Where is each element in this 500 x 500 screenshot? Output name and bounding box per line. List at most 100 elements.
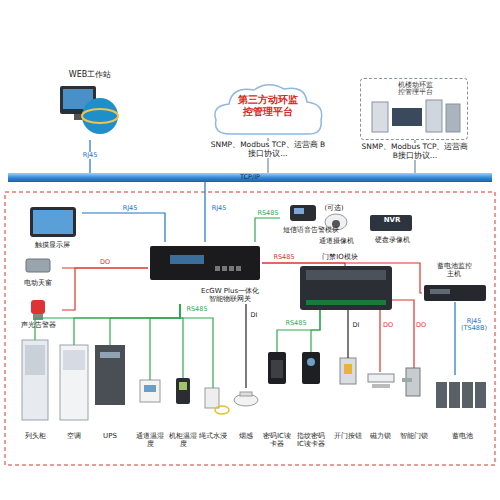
sensor-icon <box>176 378 190 404</box>
battery-cell <box>462 382 473 408</box>
node-label: TCP/IP <box>8 174 492 181</box>
globe-ring <box>82 109 118 123</box>
gateway-lcd <box>170 255 204 264</box>
connector-line <box>454 302 455 375</box>
cloud-shape <box>215 85 322 134</box>
ups-display <box>100 352 120 358</box>
node-label: 智能门锁 <box>398 432 430 440</box>
node-label: 密码IC读卡器 <box>262 432 292 448</box>
signal-label: RJ45 <box>77 152 103 159</box>
battery-cell <box>436 382 447 408</box>
node-label: 机楼动环监控管理平台 <box>395 82 435 97</box>
exit-button-icon <box>340 358 356 384</box>
io-module-body <box>300 266 392 310</box>
connector-line <box>150 304 180 380</box>
node-label: 触摸显示屏 <box>22 241 82 249</box>
device-node: 通道温湿度 <box>134 380 166 448</box>
connector-line <box>392 300 414 368</box>
workstation-node: WEB工作站 <box>55 70 125 140</box>
node-label: WEB工作站 <box>55 70 125 79</box>
device-node: 通道摄像机 <box>318 213 354 247</box>
device-node: 空调 <box>56 345 92 448</box>
gateway-port <box>229 266 234 271</box>
network-bus: TCP/IP <box>8 173 492 182</box>
sensor-display <box>144 385 156 392</box>
connector-line <box>255 218 280 242</box>
device-node: 指纹密码IC读卡器 <box>295 352 327 448</box>
server-tower <box>426 100 442 132</box>
node-label: 通道温湿度 <box>134 432 166 448</box>
connector-line <box>347 310 348 358</box>
node-label: 机柜温湿度 <box>168 432 198 448</box>
node-label: 磁力锁 <box>365 432 395 440</box>
connector-line <box>245 304 246 388</box>
cabinet-door <box>25 345 45 375</box>
signal-label: DO <box>97 259 113 266</box>
ups-icon <box>95 345 125 405</box>
signal-label: DO <box>414 322 428 329</box>
platform-box: 机楼动环监控管理平台 <box>360 78 468 140</box>
magnetic-lock-plate <box>372 384 390 388</box>
device-node: 烟感 <box>232 388 260 448</box>
connector-line <box>74 304 180 345</box>
cloud-platform: 第三方动环监控管理平台 <box>210 80 326 138</box>
node-label: (可选) <box>322 205 346 212</box>
connector-line <box>62 268 148 310</box>
connector-line <box>379 310 380 372</box>
node-label: 空调 <box>56 432 92 440</box>
device-node: UPS <box>92 345 128 448</box>
battery-host-panel <box>430 289 450 294</box>
card-reader-keypad <box>271 360 283 378</box>
device-node: 蓄电池 <box>434 375 490 448</box>
node-label: NVR <box>373 216 411 224</box>
node-label: UPS <box>92 432 128 440</box>
signal-label: DI <box>349 322 363 329</box>
device-node: 开门按钮 <box>334 358 362 448</box>
node-label: 通道摄像机 <box>316 238 356 245</box>
server-monitor <box>392 108 422 126</box>
gateway-port <box>236 266 241 271</box>
device-node: 电动天窗 <box>14 256 62 290</box>
node-label: 声光告警器 <box>14 321 62 329</box>
card-reader-icon <box>268 352 286 384</box>
node-label: 蓄电池监控主机 <box>436 262 472 278</box>
server-tower <box>372 102 388 132</box>
magnetic-lock-icon <box>368 374 394 382</box>
smoke-detector-base <box>240 392 252 396</box>
connector-line <box>311 310 320 352</box>
io-terminal-block <box>306 300 386 305</box>
sensor-display <box>179 382 187 390</box>
tablet-screen <box>33 210 73 234</box>
nvr-chassis <box>370 215 412 231</box>
node-label: 门禁IO模块 <box>310 253 370 261</box>
tablet-body <box>30 207 76 237</box>
aircon-icon <box>60 345 88 420</box>
globe-icon <box>82 98 118 134</box>
alarm-lamp <box>31 300 45 314</box>
device-node: NVR硬盘录像机 <box>364 213 420 247</box>
skylight-icon <box>26 259 50 272</box>
io-module: 门禁IO模块 <box>300 266 392 310</box>
device-node: 绳式水浸 <box>198 388 228 448</box>
node-label: 绳式水浸 <box>198 432 228 440</box>
signal-label: RJ45 <box>118 205 142 212</box>
device-node: 密码IC读卡器 <box>262 352 292 448</box>
gateway-device: EcGW Plus一体化 智能物联网关 <box>148 242 262 304</box>
node-label: 蓄电池 <box>434 432 490 440</box>
battery-cell <box>449 382 460 408</box>
battery-monitor-host: 蓄电池监控主机 <box>422 284 488 302</box>
device-node: 触摸显示屏 <box>22 203 82 253</box>
fingerprint-pad <box>307 358 315 366</box>
signal-label: SNMP、Modbus TCP、运营商 B接口协议… <box>208 141 328 158</box>
connector-line <box>110 304 180 345</box>
connector-line <box>262 263 422 293</box>
battery-host-chassis <box>424 285 486 301</box>
connector-line <box>35 304 180 340</box>
signal-label: DO <box>381 322 395 329</box>
exit-button-key <box>344 364 352 374</box>
sms-module-screen <box>294 208 304 214</box>
node-label: 烟感 <box>232 432 260 440</box>
